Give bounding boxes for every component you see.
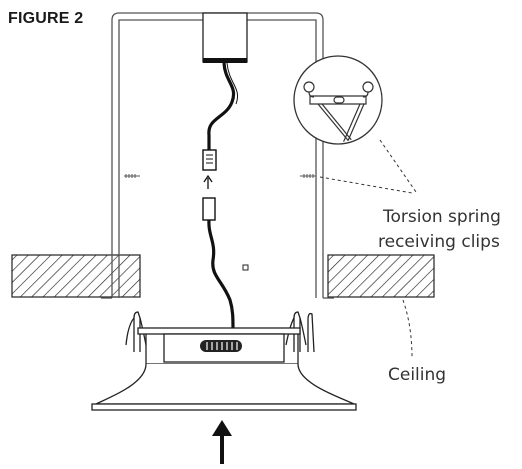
detail-magnifier (293, 55, 383, 145)
leader-lines (319, 139, 417, 359)
figure-title: FIGURE 2 (8, 10, 84, 27)
small-square-mark (242, 264, 249, 271)
lower-connector (202, 197, 216, 221)
ceiling-label: Ceiling (388, 365, 447, 385)
torsion-spring-label-line2: receiving clips (378, 232, 500, 252)
torsion-spring-label-line1: Torsion spring (383, 207, 501, 227)
upper-cable (207, 62, 236, 150)
junction-box (202, 12, 248, 63)
ceiling-left (11, 254, 141, 298)
lower-cable (207, 219, 235, 331)
receiving-clip-left (124, 174, 140, 178)
connect-arrow (203, 174, 213, 189)
ceiling-right (327, 254, 435, 298)
ceiling-slab (11, 254, 435, 298)
receiving-clip-right (300, 174, 316, 178)
upper-connector (202, 149, 217, 171)
trim-assembly (91, 311, 357, 411)
push-up-arrow (212, 420, 232, 464)
